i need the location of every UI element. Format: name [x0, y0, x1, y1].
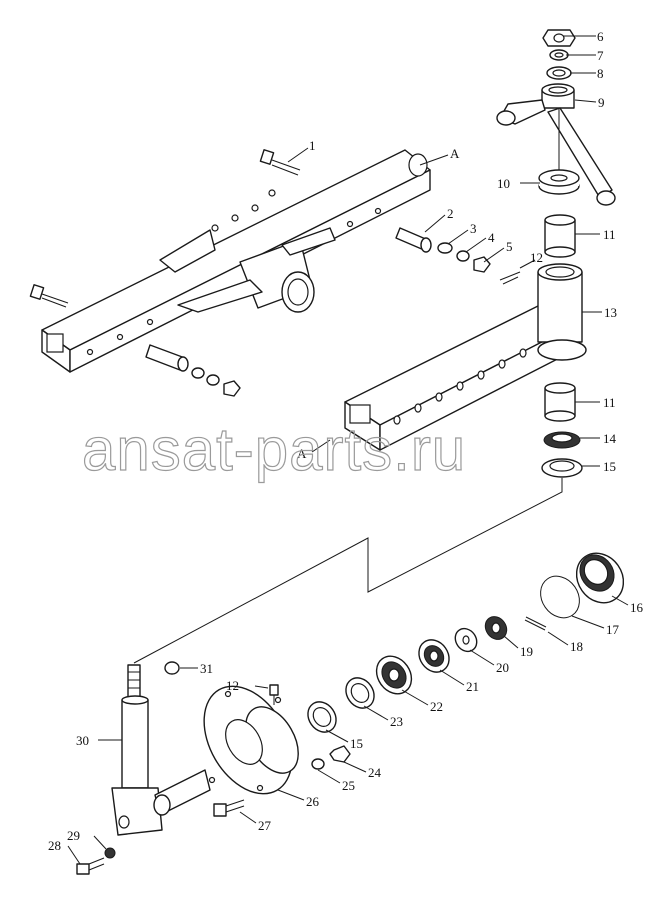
- wheel-hub-part-26: [203, 685, 299, 795]
- section-mark-a-upper: A: [450, 146, 460, 161]
- seal-part-15-upper: [541, 458, 583, 478]
- nut-part-6: [542, 29, 576, 47]
- callout-1: 1: [309, 138, 316, 153]
- plug-part-31: [164, 661, 180, 675]
- washer-part-25: [311, 758, 325, 770]
- callout-21: 21: [466, 679, 479, 694]
- bushing-part-11-lower: [544, 382, 576, 422]
- beam-holes: [86, 189, 382, 356]
- callout-28: 28: [48, 838, 61, 853]
- hub-cap-part-16: [575, 552, 625, 604]
- washer-part-3: [437, 242, 453, 254]
- callout-14: 14: [603, 431, 617, 446]
- bolt-part-1: [259, 149, 301, 176]
- callout-labels: 1 2 3 4 5 6 7 8 9 10 11 11 12 12 13 14 1…: [48, 29, 644, 853]
- callout-29: 29: [67, 828, 80, 843]
- callout-11-lower: 11: [603, 395, 616, 410]
- axle-beam: [41, 149, 431, 373]
- bearing-part-14: [543, 431, 581, 449]
- callout-19: 19: [520, 644, 533, 659]
- steering-knuckle-part-30: [111, 664, 211, 836]
- callout-2: 2: [447, 206, 454, 221]
- callout-16: 16: [630, 600, 644, 615]
- callout-25: 25: [342, 778, 355, 793]
- callout-6: 6: [597, 29, 604, 44]
- callout-15-upper: 15: [603, 459, 616, 474]
- lower-sleeve-set: [145, 344, 241, 397]
- callout-5: 5: [506, 239, 513, 254]
- grease-fitting-part-12-lower: [269, 684, 279, 705]
- bolt-part-28: [76, 857, 105, 875]
- callout-13: 13: [604, 305, 617, 320]
- bearing-part-21: [418, 639, 450, 673]
- seal-part-15-lower: [307, 701, 337, 733]
- leader-lines: [67, 35, 629, 865]
- washer-part-29: [104, 847, 116, 859]
- callout-3: 3: [470, 221, 477, 236]
- callout-20: 20: [496, 660, 509, 675]
- callout-26: 26: [306, 794, 320, 809]
- callout-22: 22: [430, 699, 443, 714]
- callout-8: 8: [597, 66, 604, 81]
- castle-nut-part-19: [484, 616, 508, 640]
- washer-part-20: [454, 627, 478, 653]
- callout-15-lower: 15: [350, 736, 363, 751]
- o-ring-part-17: [540, 575, 580, 619]
- callout-7: 7: [597, 48, 604, 63]
- callout-23: 23: [390, 714, 403, 729]
- bolt-left: [29, 284, 69, 308]
- cotter-pin-part-18: [524, 616, 547, 631]
- extension-holes: [393, 348, 527, 425]
- grease-fitting-part-12-upper: [499, 271, 521, 285]
- axle-extension-part-13: [344, 263, 587, 451]
- callout-4: 4: [488, 230, 495, 245]
- callout-24: 24: [368, 765, 382, 780]
- steering-arm-part-9: [496, 83, 616, 206]
- callout-11-upper: 11: [603, 227, 616, 242]
- washer-part-4: [456, 250, 470, 262]
- section-mark-a-lower: A: [297, 446, 307, 461]
- callout-18: 18: [570, 639, 583, 654]
- callout-10: 10: [497, 176, 510, 191]
- callout-12-lower: 12: [226, 678, 239, 693]
- bushing-part-11-upper: [544, 214, 576, 258]
- callout-27: 27: [258, 818, 272, 833]
- wheel-bolt-part-27: [213, 799, 245, 817]
- callout-31: 31: [200, 661, 213, 676]
- callout-30: 30: [76, 733, 89, 748]
- callout-9: 9: [598, 95, 605, 110]
- washer-part-10: [538, 169, 580, 195]
- watermark-text: ansat-parts.ru: [82, 416, 466, 483]
- nut-part-24: [329, 745, 351, 763]
- callout-12-upper: 12: [530, 250, 543, 265]
- sleeve-part-2: [395, 227, 432, 253]
- bearing-part-22: [375, 655, 413, 695]
- callout-17: 17: [606, 622, 620, 637]
